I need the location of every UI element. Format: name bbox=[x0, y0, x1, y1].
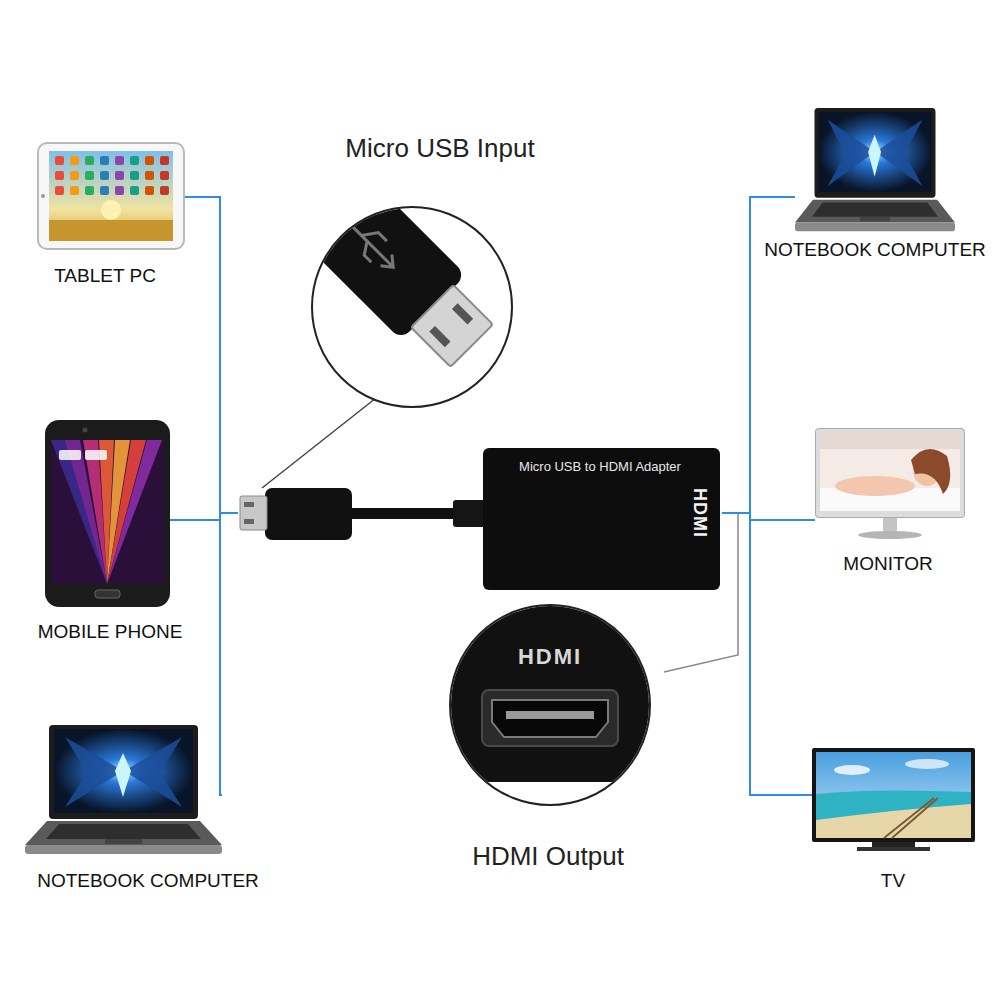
connector-line bbox=[220, 513, 238, 795]
device-node: TV bbox=[800, 748, 986, 892]
leader-line bbox=[262, 398, 376, 488]
port-logo: HDMI bbox=[689, 488, 711, 538]
device-label: TV bbox=[881, 870, 905, 892]
device-label: TABLET PC bbox=[54, 265, 156, 287]
callout-title: HDMI Output bbox=[472, 841, 624, 872]
device-node: MONITOR bbox=[800, 428, 976, 575]
connector-line bbox=[185, 197, 238, 513]
device-name: Micro USB to HDMI Adapter bbox=[519, 459, 681, 475]
device-picture bbox=[812, 748, 975, 855]
callout-title: Micro USB Input bbox=[345, 133, 534, 164]
device-node: NOTEBOOK COMPUTER bbox=[10, 725, 286, 892]
connector-line bbox=[170, 513, 238, 520]
connector-line bbox=[722, 513, 812, 795]
device-picture bbox=[815, 428, 965, 540]
device-picture bbox=[45, 420, 170, 607]
device-node: MOBILE PHONE bbox=[10, 420, 210, 643]
micro-usb-plug bbox=[286, 160, 504, 378]
device-picture bbox=[37, 142, 185, 250]
port-logo: HDMI bbox=[518, 644, 582, 670]
adapter-device: Micro USB to HDMI AdapterHDMI bbox=[238, 446, 722, 592]
connector-line bbox=[722, 513, 815, 520]
device-label: NOTEBOOK COMPUTER bbox=[764, 239, 986, 261]
device-node: TABLET PC bbox=[15, 142, 195, 287]
device-picture bbox=[25, 725, 222, 858]
device-label: MONITOR bbox=[843, 553, 932, 575]
device-label: MOBILE PHONE bbox=[38, 621, 183, 643]
device-picture bbox=[795, 108, 955, 235]
hdmi-port bbox=[430, 590, 680, 782]
device-node: NOTEBOOK COMPUTER bbox=[755, 108, 995, 261]
device-label: NOTEBOOK COMPUTER bbox=[37, 870, 259, 892]
